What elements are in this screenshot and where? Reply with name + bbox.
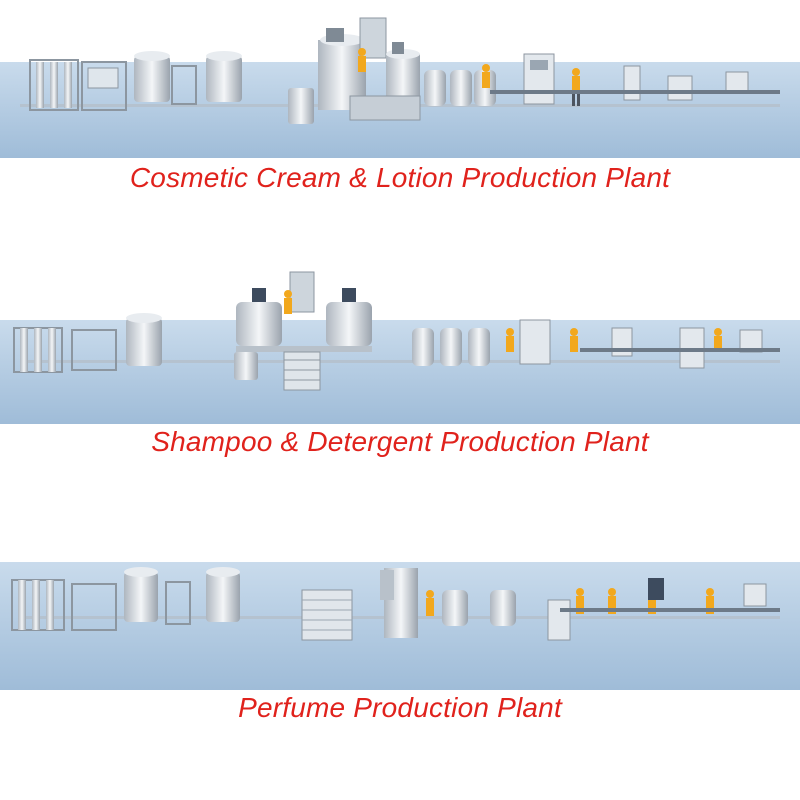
- worker-figure: [284, 290, 722, 352]
- shampoo-plant-illustration: [0, 256, 800, 424]
- cream-plant-illustration: [0, 0, 800, 160]
- perfume-plant-illustration: [0, 530, 800, 690]
- water-treatment-unit: [13, 327, 117, 373]
- mixing-vessel: [234, 271, 372, 391]
- storage-tank: [412, 328, 490, 366]
- storage-tank: [442, 590, 516, 626]
- chiller-unit: [301, 589, 353, 641]
- freezing-tank: [380, 568, 418, 638]
- worker-figure: [358, 48, 580, 106]
- filling-machine: [523, 53, 749, 105]
- vacuum-emulsifier: [288, 17, 421, 124]
- water-treatment-unit: [11, 579, 117, 631]
- filling-machine: [519, 319, 763, 369]
- water-treatment-unit: [29, 59, 127, 111]
- storage-tank: [124, 567, 240, 625]
- storage-tank: [134, 51, 242, 105]
- plant-caption-perfume: Perfume Production Plant: [238, 692, 562, 723]
- plant-caption-cream: Cosmetic Cream & Lotion Production Plant: [129, 162, 671, 193]
- plant-caption-shampoo: Shampoo & Detergent Production Plant: [151, 426, 649, 457]
- storage-tank: [126, 313, 162, 366]
